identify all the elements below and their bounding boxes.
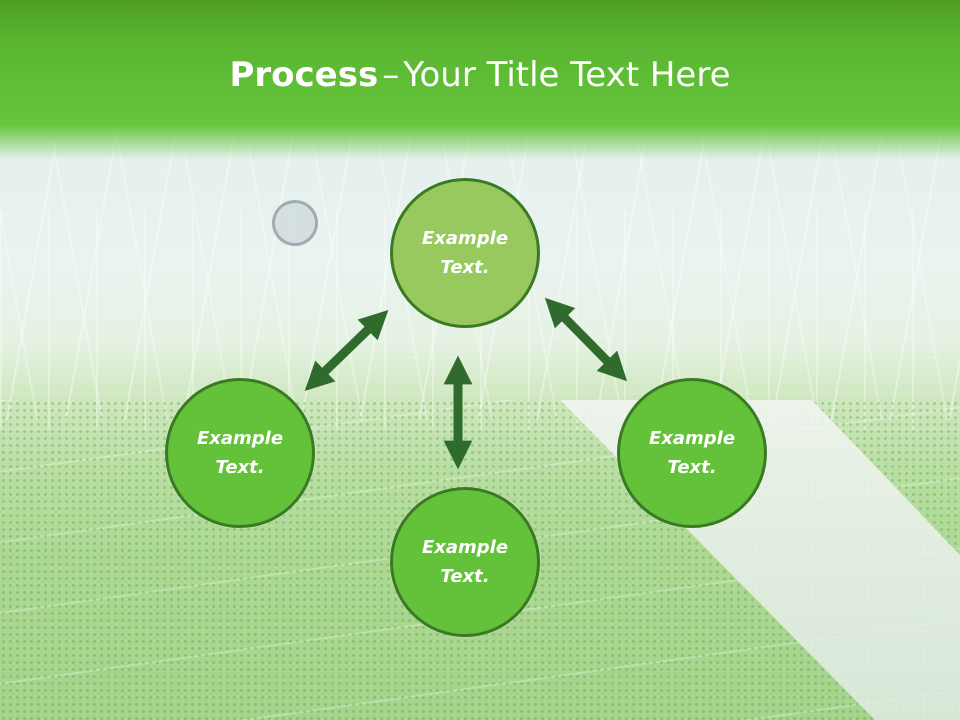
title-band <box>0 0 960 160</box>
node-left-label: Example Text. <box>196 428 284 478</box>
fan-icon <box>272 200 318 246</box>
node-top-label: Example Text. <box>421 228 509 278</box>
node-top: Example Text. <box>390 178 540 328</box>
node-right-label: Example Text. <box>648 428 736 478</box>
title-rest: Your Title Text Here <box>403 55 731 95</box>
title-strong: Process <box>229 55 379 95</box>
title-separator: – <box>382 55 400 95</box>
node-bottom: Example Text. <box>390 487 540 637</box>
node-bottom-label: Example Text. <box>421 537 509 587</box>
slide-title: Process–Your Title Text Here <box>0 50 960 100</box>
node-right: Example Text. <box>617 378 767 528</box>
node-left: Example Text. <box>165 378 315 528</box>
